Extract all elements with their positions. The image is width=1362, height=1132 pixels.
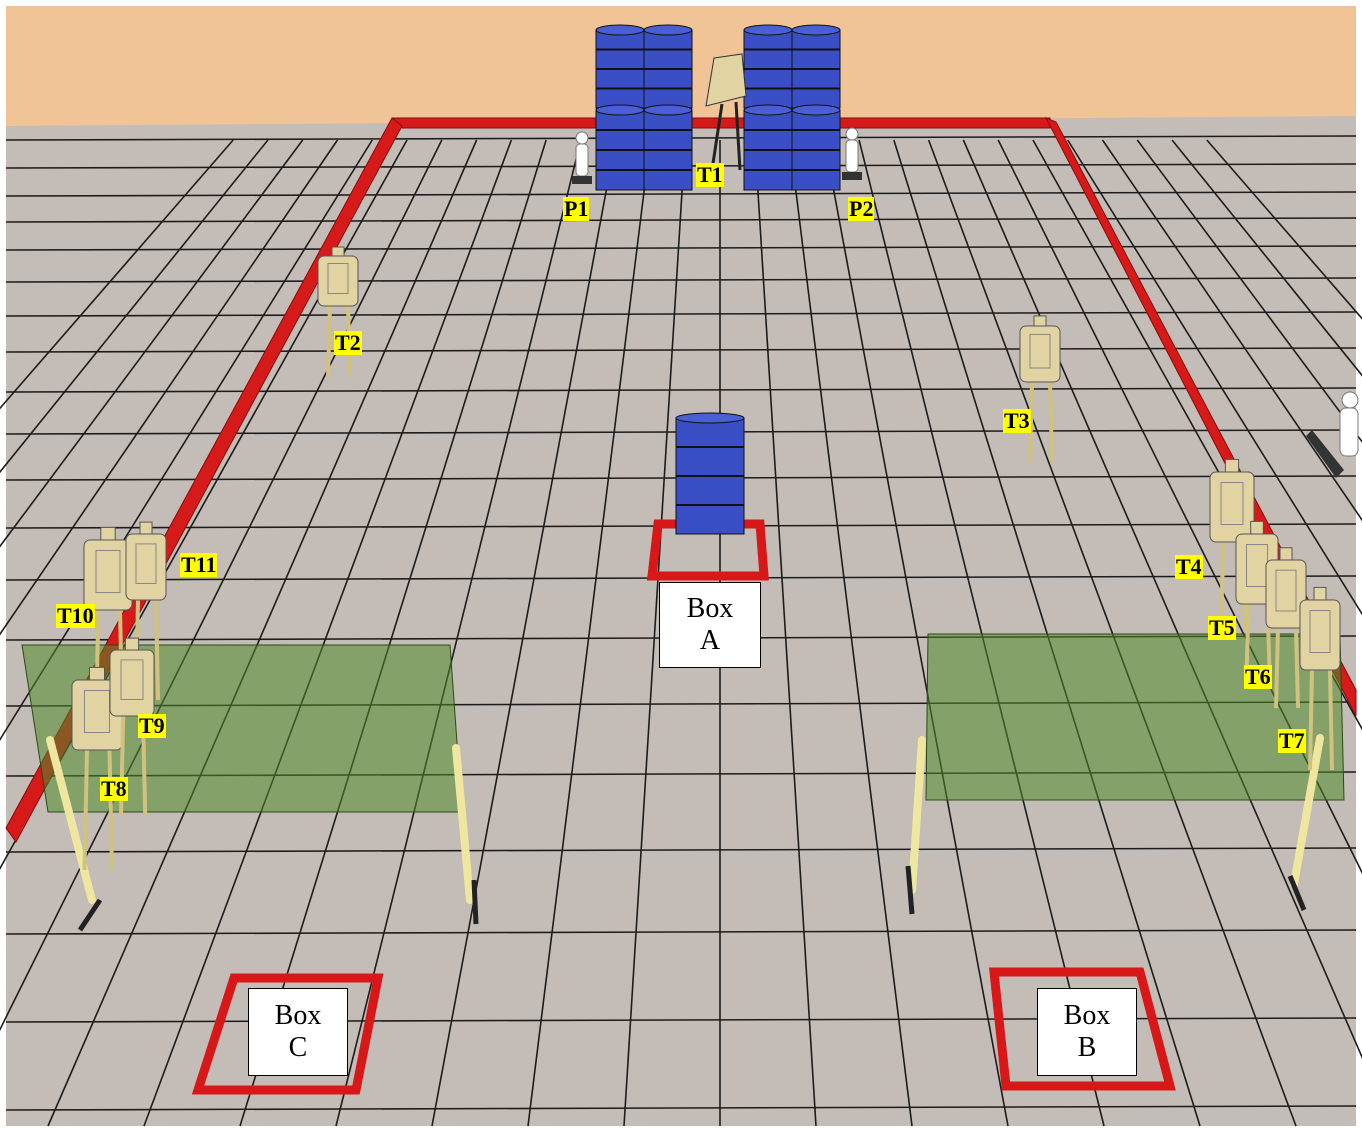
label-t7: T7 <box>1278 728 1306 753</box>
label-t4: T4 <box>1175 554 1203 579</box>
popper-bases <box>572 172 1344 478</box>
pole-bases <box>77 865 1307 932</box>
target-t6 <box>1265 547 1307 709</box>
box-c-line1: Box <box>274 1000 322 1031</box>
label-t10: T10 <box>56 603 95 628</box>
poppers <box>575 127 1359 457</box>
grid-line-h <box>5 311 1357 317</box>
grid-line-v <box>1206 139 1362 320</box>
grid-line-v <box>143 139 513 1127</box>
barrel-lower-3 <box>791 104 841 191</box>
barrel-upper-3 <box>791 24 841 109</box>
grid-line-v <box>431 139 617 1127</box>
grid-line-v <box>527 139 652 1127</box>
barrel-lower-1 <box>643 104 693 191</box>
grid-line-v <box>0 139 443 1032</box>
label-t9: T9 <box>138 713 166 738</box>
box-a-label: Box A <box>659 582 761 668</box>
label-p1: P1 <box>563 196 590 221</box>
grid-line-v <box>0 139 408 870</box>
grid-line-v <box>623 139 687 1127</box>
grid-line-v <box>0 139 234 410</box>
shade-area-right <box>925 633 1345 801</box>
grid-line-v <box>0 139 269 474</box>
grid-line-v <box>1171 139 1362 377</box>
box-b-label: Box B <box>1037 988 1137 1076</box>
target-t2 <box>317 246 359 377</box>
grid-line-h <box>5 191 1357 197</box>
grid-line-v <box>1067 139 1362 616</box>
grid-line-v <box>0 139 373 742</box>
grid-line-v <box>788 139 913 1127</box>
grid-line-v <box>858 139 1105 1127</box>
barrel-upper-1 <box>643 24 693 109</box>
box-c-label: Box C <box>248 988 348 1076</box>
box-c-line2: C <box>288 1032 308 1063</box>
grid-line-v <box>962 139 1362 1059</box>
box-b-line1: Box <box>1063 1000 1111 1031</box>
barrel-center <box>675 412 745 535</box>
box-a-line2: A <box>699 625 721 656</box>
barrel-lower-2 <box>743 104 793 191</box>
label-t1: T1 <box>696 162 724 187</box>
grid-line-v <box>0 139 339 636</box>
box-a-line1: Box <box>686 593 734 624</box>
grid-line-h <box>5 347 1357 353</box>
label-t6: T6 <box>1244 664 1272 689</box>
grid-line-v <box>893 139 1201 1127</box>
grid-line-v <box>1136 139 1362 443</box>
grid-line-v <box>997 139 1362 875</box>
grid-line-v <box>1101 139 1362 522</box>
grid-line-v <box>927 139 1297 1127</box>
grid-line-h <box>5 245 1357 251</box>
label-t8: T8 <box>100 776 128 801</box>
label-t11: T11 <box>180 552 218 577</box>
grid-line-h <box>5 1105 1357 1111</box>
label-t2: T2 <box>334 330 362 355</box>
barrel-upper-2 <box>743 24 793 109</box>
grid-line-v <box>239 139 547 1127</box>
target-t1-shape <box>705 53 747 171</box>
grid-line-h <box>5 929 1357 935</box>
grid-line-h <box>5 387 1357 393</box>
paper-targets <box>71 246 1341 871</box>
label-p2: P2 <box>848 196 875 221</box>
label-t3: T3 <box>1003 408 1031 433</box>
grid-line-v <box>335 139 582 1127</box>
shade-poles <box>46 734 1324 904</box>
grid-line-v <box>823 139 1009 1127</box>
target-t7 <box>1299 586 1341 771</box>
barrel-stacks <box>595 24 841 535</box>
grid-line-v <box>753 139 817 1127</box>
grid-line-h <box>5 847 1357 853</box>
label-t5: T5 <box>1208 615 1236 640</box>
grid-line-v <box>0 139 304 548</box>
grid-line-v <box>47 139 478 1127</box>
barrel-upper-0 <box>595 24 645 109</box>
box-b-line2: B <box>1077 1032 1097 1063</box>
barrel-lower-0 <box>595 104 645 191</box>
target-t3 <box>1019 315 1061 463</box>
